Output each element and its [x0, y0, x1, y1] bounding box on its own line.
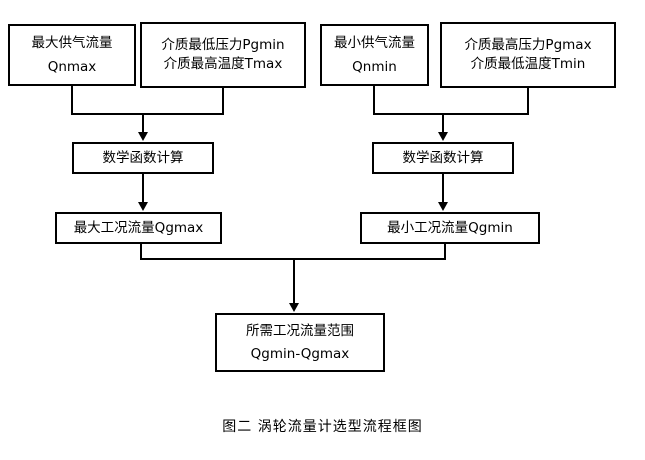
node-pgmin-tmax: 介质最低压力Pgmin 介质最高温度Tmax [140, 22, 306, 88]
node-range-line1: 所需工况流量范围 [246, 322, 354, 339]
node-required-range: 所需工况流量范围 Qgmin-Qgmax [215, 313, 385, 372]
node-calc-right-label: 数学函数计算 [402, 149, 484, 166]
arrow-head-right-calc [438, 132, 448, 141]
node-qnmin-line2: Qnmin [352, 58, 397, 75]
node-calc-left-label: 数学函数计算 [102, 149, 184, 166]
node-qnmax-line2: Qnmax [47, 58, 97, 75]
node-qnmax: 最大供气流量 Qnmax [8, 24, 136, 86]
connector-qnmax-drop [71, 86, 73, 115]
connector-calc-right-to-qgmin [442, 174, 444, 203]
connector-qgmin-drop [444, 244, 446, 260]
connector-pgmax-drop [527, 88, 529, 115]
node-pgmin-line1: 介质最低压力Pgmin [161, 37, 285, 54]
arrow-head-left-calc [138, 132, 148, 141]
node-qnmax-line1: 最大供气流量 [31, 34, 113, 51]
node-pgmax-line2: 介质最低温度Tmin [470, 56, 586, 72]
arrow-head-qgmin [438, 202, 448, 211]
figure-caption: 图二 涡轮流量计选型流程框图 [222, 419, 423, 435]
node-range-line2: Qgmin-Qgmax [250, 345, 350, 362]
node-qnmin-line1: 最小供气流量 [334, 34, 415, 51]
connector-left-merge-bar [71, 113, 224, 115]
node-qgmax-label: 最大工况流量Qgmax [73, 219, 204, 236]
node-pgmin-line2: 介质最高温度Tmax [163, 56, 283, 72]
node-pgmax-tmin: 介质最高压力Pgmax 介质最低温度Tmin [440, 22, 616, 88]
connector-bottom-merge-stem [293, 258, 295, 305]
connector-left-merge-stem [142, 113, 144, 134]
connector-calc-left-to-qgmax [142, 174, 144, 203]
node-qgmin: 最小工况流量Qgmin [360, 212, 540, 244]
node-qgmax: 最大工况流量Qgmax [55, 212, 222, 244]
connector-right-merge-stem [442, 113, 444, 134]
node-pgmax-line1: 介质最高压力Pgmax [464, 37, 592, 54]
connector-qgmax-drop [140, 244, 142, 260]
node-qgmin-label: 最小工况流量Qgmin [387, 219, 513, 236]
connector-qnmin-drop [373, 86, 375, 115]
node-calc-right: 数学函数计算 [372, 142, 514, 174]
arrow-head-range [289, 303, 299, 312]
node-qnmin: 最小供气流量 Qnmin [320, 24, 429, 86]
node-calc-left: 数学函数计算 [72, 142, 214, 174]
arrow-head-qgmax [138, 202, 148, 211]
connector-right-merge-bar [373, 113, 529, 115]
connector-pgmin-drop [222, 88, 224, 115]
